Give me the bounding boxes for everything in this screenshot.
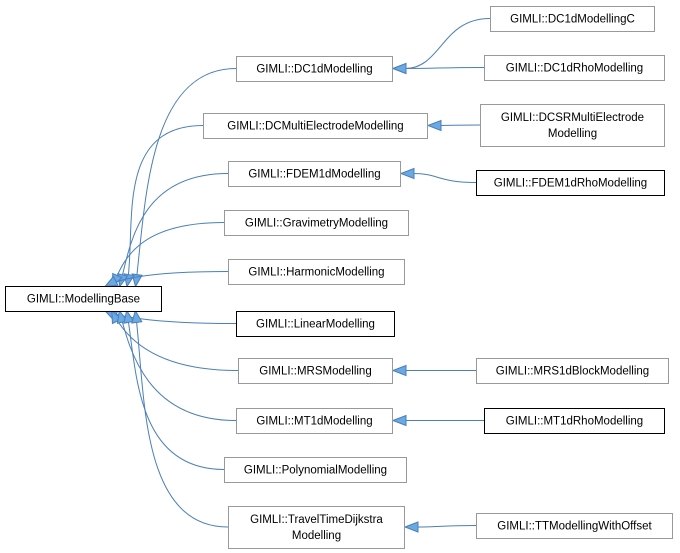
class-node-dc1d[interactable]: GIMLI::DC1dModelling [236,56,393,82]
edge-dc1dc-to-dc1d [391,18,491,75]
class-node-label: GIMLI::TravelTimeDijkstra [250,514,383,526]
class-node-label: GIMLI::DC1dModelling [256,64,372,76]
class-node-label: Modelling [292,530,341,542]
edge-line [404,18,491,69]
class-node-mrs[interactable]: GIMLI::MRSModelling [238,358,393,384]
class-node-harm[interactable]: GIMLI::HarmonicModelling [228,259,405,285]
edge-ttd-to-base [131,309,229,528]
class-node-label: GIMLI::GravimetryModelling [245,218,388,230]
class-node-box [236,311,395,337]
edge-mtrho-to-mt1d [391,414,485,427]
class-node-label: GIMLI::MT1dRhoModelling [506,416,643,428]
class-node-box [228,506,405,549]
class-node-box [224,210,409,236]
class-node-mtrho[interactable]: GIMLI::MT1dRhoModelling [484,408,665,434]
class-node-mt1d[interactable]: GIMLI::MT1dModelling [236,408,393,434]
class-node-label: GIMLI::HarmonicModelling [248,267,384,279]
edge-arrowhead [131,309,143,324]
class-node-poly[interactable]: GIMLI::PolynomialModelling [224,457,407,483]
edge-arrowhead [399,167,415,180]
class-node-label: GIMLI::FDEM1dRhoModelling [494,178,647,190]
class-node-box [203,113,428,139]
class-node-label: GIMLI::DC1dRhoModelling [506,63,643,75]
class-node-grav[interactable]: GIMLI::GravimetryModelling [224,210,409,236]
edge-ttoff-to-ttd [403,521,477,533]
class-node-mrsblk[interactable]: GIMLI::MRS1dBlockModelling [476,358,669,384]
class-node-ttoff[interactable]: GIMLI::TTModellingWithOffset [476,513,673,539]
edge-line [118,310,237,421]
edge-line [135,68,237,287]
class-node-box [490,6,655,32]
class-node-label: GIMLI::FDEM1dModelling [248,169,380,181]
nodes-layer: GIMLI::ModellingBase GIMLI::DC1dModelling… [5,6,673,549]
edge-line [439,124,481,126]
edge-harm-to-base [103,271,229,288]
edge-dc1d-to-base [131,68,237,288]
class-node-label: GIMLI::MRS1dBlockModelling [496,366,649,378]
class-node-lin[interactable]: GIMLI::LinearModelling [236,311,395,337]
edge-arrowhead [391,62,407,75]
edge-line [119,173,229,287]
class-node-base[interactable]: GIMLI::ModellingBase [5,286,162,312]
class-node-label: GIMLI::TTModellingWithOffset [497,521,652,533]
class-node-fdemrho[interactable]: GIMLI::FDEM1dRhoModelling [476,170,665,196]
class-node-dc1drho[interactable]: GIMLI::DC1dRhoModelling [484,55,665,81]
edges-layer [103,18,491,533]
edge-arrowhead [123,309,135,324]
edge-line [416,525,477,528]
edge-arrowhead [403,521,419,533]
class-node-box [236,408,393,434]
class-node-label: Modelling [548,128,597,140]
edge-dc1drho-to-dc1d [391,62,485,75]
class-node-label: GIMLI::PolynomialModelling [244,465,387,477]
edge-dcmulti-to-base [123,125,204,288]
class-node-label: GIMLI::MRSModelling [259,366,371,378]
class-node-box [228,161,401,187]
edge-dcsr-to-dcmulti [426,119,481,132]
class-node-box [238,358,393,384]
class-node-fdem1d[interactable]: GIMLI::FDEM1dModelling [228,161,401,187]
class-node-box [476,358,669,384]
edge-mt1d-to-base [116,309,237,421]
edge-fdemrho-to-fdem1d [399,167,477,183]
edge-arrowhead [426,119,442,132]
class-node-box [5,286,162,312]
class-node-dc1dc[interactable]: GIMLI::DC1dModellingC [490,6,655,32]
edge-arrowhead [103,275,119,288]
class-node-label: GIMLI::DCMultiElectrodeModelling [227,121,403,133]
edge-line [404,67,485,69]
class-node-box [228,259,405,285]
edge-poly-to-base [123,309,225,470]
class-node-box [476,170,665,196]
class-node-box [484,408,665,434]
class-node-box [476,513,673,539]
class-node-label: GIMLI::DC1dModellingC [510,14,635,26]
class-node-box [224,457,407,483]
edge-line [126,125,204,287]
class-node-label: GIMLI::ModellingBase [27,294,140,306]
class-node-label: GIMLI::LinearModelling [256,319,375,331]
edge-line [126,310,225,470]
edge-arrowhead [391,364,407,377]
edge-line [134,310,229,528]
class-node-box [236,56,393,82]
edge-line [412,173,477,183]
edge-arrowhead [391,414,407,427]
class-node-box [480,104,665,147]
class-node-label: GIMLI::DCSRMultiElectrode [501,112,644,124]
class-node-dcmulti[interactable]: GIMLI::DCMultiElectrodeModelling [203,113,428,139]
class-node-label: GIMLI::MT1dModelling [256,416,372,428]
edge-mrsblk-to-mrs [391,364,476,377]
class-node-box [484,55,665,81]
